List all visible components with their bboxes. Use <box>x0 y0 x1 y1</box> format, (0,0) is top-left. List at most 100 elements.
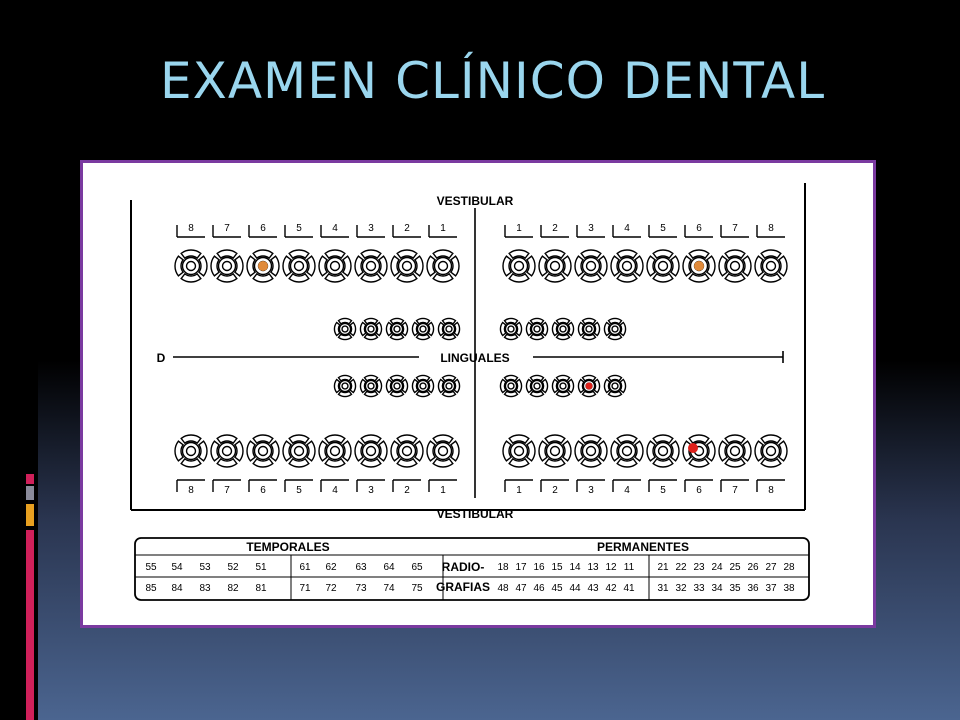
tooth-surface <box>503 390 519 398</box>
table-cell: 41 <box>623 583 635 594</box>
tooth-surface <box>441 317 457 325</box>
tooth-surface <box>337 333 353 341</box>
label-side-d: D <box>157 351 166 365</box>
table-cell: 52 <box>227 562 239 573</box>
tooth-surface <box>360 249 382 260</box>
tooth-surface <box>324 249 346 260</box>
tooth-center <box>611 382 619 390</box>
permanent-tooth-upper <box>754 249 788 283</box>
permanent-tooth-lower <box>354 434 388 468</box>
tooth-surface <box>652 249 674 260</box>
table-cell: 64 <box>383 562 395 573</box>
tooth-surface <box>401 321 409 337</box>
tooth-surface <box>411 378 419 394</box>
tooth-surface <box>502 440 513 462</box>
permanent-tooth-lower <box>426 434 460 468</box>
tooth-surface <box>389 333 405 341</box>
tooth-surface <box>216 249 238 260</box>
tooth-number: 1 <box>516 223 522 234</box>
tooth-surface <box>652 272 674 283</box>
table-cell: 35 <box>729 583 741 594</box>
tooth-center <box>507 382 515 390</box>
permanent-tooth-lower <box>246 434 280 468</box>
tooth-center <box>507 325 515 333</box>
tooth-surface <box>389 390 405 398</box>
tooth-number: 7 <box>224 485 230 496</box>
label-permanentes: PERMANENTES <box>597 540 689 554</box>
tooth-surface <box>349 378 357 394</box>
tooth-center <box>533 325 541 333</box>
tooth-center <box>657 445 669 457</box>
tooth-center <box>513 260 525 272</box>
tooth-surface <box>718 255 729 277</box>
tooth-surface <box>541 378 549 394</box>
tooth-surface <box>580 272 602 283</box>
tooth-number: 6 <box>260 223 266 234</box>
permanent-tooth-lower <box>174 434 208 468</box>
tooth-surface <box>413 255 424 277</box>
table-cell: 63 <box>355 562 367 573</box>
tooth-surface <box>354 440 365 462</box>
tooth-surface <box>396 272 418 283</box>
tooth-number: 6 <box>260 485 266 496</box>
tooth-surface <box>646 440 657 462</box>
tooth-surface <box>413 440 424 462</box>
table-cell: 62 <box>325 562 337 573</box>
tooth-surface <box>646 255 657 277</box>
table-cell: 43 <box>587 583 599 594</box>
tooth-center <box>729 445 741 457</box>
tooth-surface <box>688 457 710 468</box>
tooth-surface <box>610 255 621 277</box>
tooth-surface <box>349 321 357 337</box>
tooth-surface <box>555 390 571 398</box>
tooth-surface <box>499 321 507 337</box>
table-cell: 38 <box>783 583 795 594</box>
tooth-number: 3 <box>368 485 374 496</box>
tooth-center <box>437 445 449 457</box>
tooth-surface <box>432 249 454 260</box>
tooth-surface <box>574 440 585 462</box>
tooth-center <box>549 445 561 457</box>
tooth-center <box>419 325 427 333</box>
deciduous-tooth-upper <box>525 317 549 341</box>
tooth-surface <box>580 249 602 260</box>
tooth-center <box>445 325 453 333</box>
tooth-surface <box>741 440 752 462</box>
tooth-surface <box>389 374 405 382</box>
tooth-surface <box>616 272 638 283</box>
table-cell: 27 <box>765 562 777 573</box>
tooth-number: 3 <box>588 223 594 234</box>
tooth-surface <box>515 378 523 394</box>
tooth-surface <box>529 374 545 382</box>
tooth-surface <box>561 255 572 277</box>
tooth-center <box>729 260 741 272</box>
caries-mark <box>688 443 698 453</box>
tooth-surface <box>633 440 644 462</box>
tooth-surface <box>515 321 523 337</box>
tooth-number: 2 <box>404 223 410 234</box>
tooth-surface <box>288 434 310 445</box>
tooth-surface <box>760 272 782 283</box>
tooth-surface <box>216 457 238 468</box>
table-cell: 32 <box>675 583 687 594</box>
tooth-surface <box>724 249 746 260</box>
tooth-surface <box>269 440 280 462</box>
tooth-surface <box>724 272 746 283</box>
tooth-surface <box>508 457 530 468</box>
permanent-tooth-upper <box>318 249 352 283</box>
tooth-number: 1 <box>516 485 522 496</box>
deciduous-tooth-lower <box>525 374 549 398</box>
table-cell: 23 <box>693 562 705 573</box>
tooth-surface <box>441 390 457 398</box>
tooth-surface <box>581 333 597 341</box>
tooth-surface <box>619 321 627 337</box>
table-cell: 55 <box>145 562 157 573</box>
tooth-surface <box>359 321 367 337</box>
tooth-center <box>367 325 375 333</box>
tooth-surface <box>288 272 310 283</box>
tooth-surface <box>610 440 621 462</box>
tooth-surface <box>318 255 329 277</box>
caries-mark <box>585 382 593 390</box>
